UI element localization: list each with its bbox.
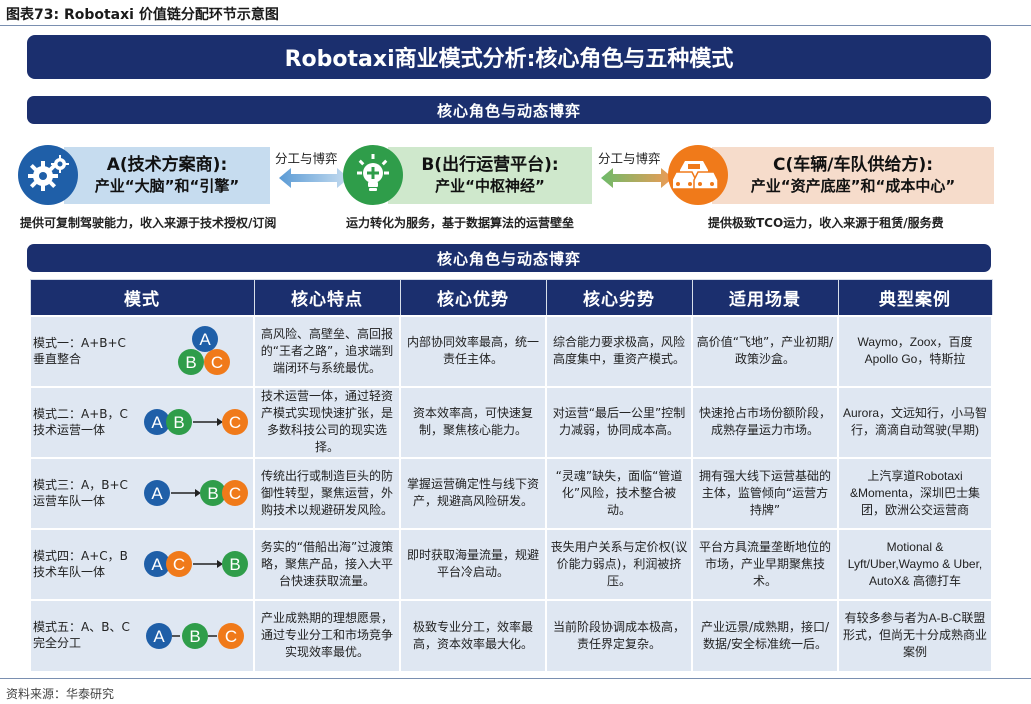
feature-cell: 产业成熟期的理想愿景，通过专业分工和市场竞争实现效率最优。 [253, 598, 401, 673]
table-header-row: 模式 核心特点 核心优势 核心劣势 适用场景 典型案例 [29, 279, 993, 316]
svg-text:C: C [225, 627, 237, 646]
role-c-caption: 提供极致TCO运力，收入来源于租赁/服务费 [708, 216, 944, 230]
header-cases: 典型案例 [837, 279, 993, 316]
svg-text:C: C [229, 413, 241, 432]
svg-text:A: A [153, 627, 165, 646]
mode-cell: 模式五：A、B、C完全分工 A B C [29, 598, 255, 673]
header-mode: 模式 [29, 279, 255, 316]
svg-text:C: C [229, 484, 241, 503]
mode2-diagram: A B C [144, 409, 248, 435]
gear-icon [28, 155, 69, 191]
mode-cell: 模式一：A+B+C垂直整合 A B C [29, 314, 255, 388]
disadvantage-cell: “灵魂”缺失，面临“管道化”风险，技术整合被动。 [545, 456, 693, 530]
double-arrow-icon [279, 168, 349, 188]
role-b-title: B(出行运营平台): [421, 154, 559, 175]
table-row: 模式一：A+B+C垂直整合 A B C 高风险、高壁垒、高回报的“王者之路”，追… [29, 314, 993, 388]
header-advantage: 核心优势 [399, 279, 547, 316]
section-title-modes: 核心角色与动态博弈 [27, 244, 991, 272]
cases-cell: 上汽享道Robotaxi &Momenta，深圳巴士集团，欧洲公交运营商 [837, 456, 993, 530]
figure-label: 图表73: Robotaxi 价值链分配环节示意图 [6, 7, 279, 23]
mode-cell: 模式三：A，B+C运营车队一体 A B C [29, 456, 255, 530]
mode-label: 模式三：A，B+C运营车队一体 [33, 477, 128, 508]
svg-text:B: B [185, 353, 196, 372]
double-arrow-icon [601, 168, 673, 188]
mode-label: 模式四：A+C，B技术车队一体 [33, 548, 128, 579]
table-row: 模式三：A，B+C运营车队一体 A B C 传统出行或制造巨头的防御性转型，聚焦… [29, 456, 993, 530]
advantage-cell: 掌握运营确定性与线下资产，规避高风险研发。 [399, 456, 547, 530]
role-c-box: C(车辆/车队供给方): 产业“资产底座”和“成本中心” [712, 147, 994, 204]
svg-text:A: A [151, 555, 163, 574]
mode4-diagram: A C B [144, 551, 248, 577]
role-c-title: C(车辆/车队供给方): [772, 154, 934, 175]
svg-text:A: A [151, 484, 163, 503]
mode-label: 模式一：A+B+C垂直整合 [33, 335, 126, 366]
feature-cell: 高风险、高壁垒、高回报的“王者之路”，追求端到端闭环与系统最优。 [253, 314, 401, 388]
role-c-subtitle: 产业“资产底座”和“成本中心” [750, 176, 956, 195]
cases-cell: 有较多参与者为A-B-C联盟形式，但尚无十分成熟商业案例 [837, 598, 993, 673]
mode-cell: 模式二：A+B，C技术运营一体 A B C [29, 385, 255, 459]
table-row: 模式二：A+B，C技术运营一体 A B C 技术运营一体，通过轻资产模式实现快速… [29, 385, 993, 459]
disadvantage-cell: 丧失用户关系与定价权(议价能力弱点)，利润被挤压。 [545, 527, 693, 601]
feature-cell: 技术运营一体，通过轻资产模式实现快速扩张，是多数科技公司的现实选择。 [253, 385, 401, 459]
scenario-cell: 高价值“飞地”，产业初期/政策沙盒。 [691, 314, 839, 388]
link-ab-label: 分工与博弈 [275, 151, 338, 166]
mode-label: 模式二：A+B，C技术运营一体 [33, 406, 128, 437]
main-title: Robotaxi商业模式分析:核心角色与五种模式 [27, 35, 991, 79]
table-row: 模式五：A、B、C完全分工 A B C 产业成熟期的理想愿景，通过专业分工和市场… [29, 598, 993, 673]
svg-text:B: B [229, 555, 240, 574]
top-divider [0, 25, 1031, 26]
mode-cell: 模式四：A+C，B技术车队一体 A C B [29, 527, 255, 601]
advantage-cell: 即时获取海量流量，规避平台冷启动。 [399, 527, 547, 601]
disadvantage-cell: 对运营“最后一公里”控制力减弱，协同成本高。 [545, 385, 693, 459]
role-c-circle [668, 145, 728, 205]
cases-cell: Aurora，文远知行，小马智行，滴滴自动驾驶(早期) [837, 385, 993, 459]
role-b-circle [343, 145, 403, 205]
source-note: 资料来源：华泰研究 [6, 687, 115, 701]
svg-text:B: B [173, 413, 184, 432]
role-a-circle [18, 145, 78, 205]
role-a-caption: 提供可复制驾驶能力，收入来源于技术授权/订阅 [20, 216, 277, 230]
scenario-cell: 拥有强大线下运营基础的主体，监管倾向“运营方持牌” [691, 456, 839, 530]
mode1-diagram: A B C [178, 326, 230, 375]
role-a-box: A(技术方案商): 产业“大脑”和“引擎” [64, 147, 270, 204]
feature-cell: 传统出行或制造巨头的防御性转型，聚焦运营，外购技术以规避研发风险。 [253, 456, 401, 530]
advantage-cell: 资本效率高，可快速复制，聚焦核心能力。 [399, 385, 547, 459]
lightbulb-plus-icon [357, 154, 389, 191]
header-feature: 核心特点 [253, 279, 401, 316]
role-a-subtitle: 产业“大脑”和“引擎” [94, 176, 240, 195]
role-a-title: A(技术方案商): [106, 154, 228, 175]
scenario-cell: 平台方具流量垄断地位的市场，产业早期聚焦技术。 [691, 527, 839, 601]
cars-icon [673, 161, 719, 190]
role-b-box: B(出行运营平台): 产业“中枢神经” [388, 147, 592, 204]
cases-cell: Waymo，Zoox，百度Apollo Go，特斯拉 [837, 314, 993, 388]
disadvantage-cell: 综合能力要求极高，风险高度集中，重资产模式。 [545, 314, 693, 388]
svg-text:A: A [199, 330, 211, 349]
svg-text:A: A [151, 413, 163, 432]
cases-cell: Motional & Lyft/Uber,Waymo & Uber, AutoX… [837, 527, 993, 601]
disadvantage-cell: 当前阶段协调成本极高，责任界定复杂。 [545, 598, 693, 673]
mode-label: 模式五：A、B、C完全分工 [33, 620, 130, 650]
header-disadvantage: 核心劣势 [545, 279, 693, 316]
advantage-cell: 极致专业分工，效率最高，资本效率最大化。 [399, 598, 547, 673]
header-scenario: 适用场景 [691, 279, 839, 316]
mode5-diagram: A B C [146, 622, 244, 649]
link-bc-label: 分工与博弈 [598, 151, 661, 166]
advantage-cell: 内部协同效率最高，统一责任主体。 [399, 314, 547, 388]
role-b-caption: 运力转化为服务，基于数据算法的运营壁垒 [346, 216, 575, 230]
mode-table: 模式 核心特点 核心优势 核心劣势 适用场景 典型案例 模式一：A+B+C垂直整… [29, 279, 993, 673]
svg-text:B: B [207, 484, 218, 503]
feature-cell: 务实的“借船出海”过渡策略，聚焦产品，接入大平台快速获取流量。 [253, 527, 401, 601]
scenario-cell: 产业远景/成熟期，接口/数据/安全标准统一后。 [691, 598, 839, 673]
scenario-cell: 快速抢占市场份额阶段，成熟存量运力市场。 [691, 385, 839, 459]
mode3-diagram: A B C [144, 480, 248, 506]
role-b-subtitle: 产业“中枢神经” [435, 176, 545, 195]
svg-text:C: C [173, 555, 185, 574]
table-row: 模式四：A+C，B技术车队一体 A C B 务实的“借船出海”过渡策略，聚焦产品… [29, 527, 993, 601]
bottom-divider [0, 678, 1031, 679]
section-title-roles: 核心角色与动态博弈 [27, 96, 991, 124]
svg-text:C: C [211, 353, 223, 372]
svg-text:B: B [189, 627, 200, 646]
